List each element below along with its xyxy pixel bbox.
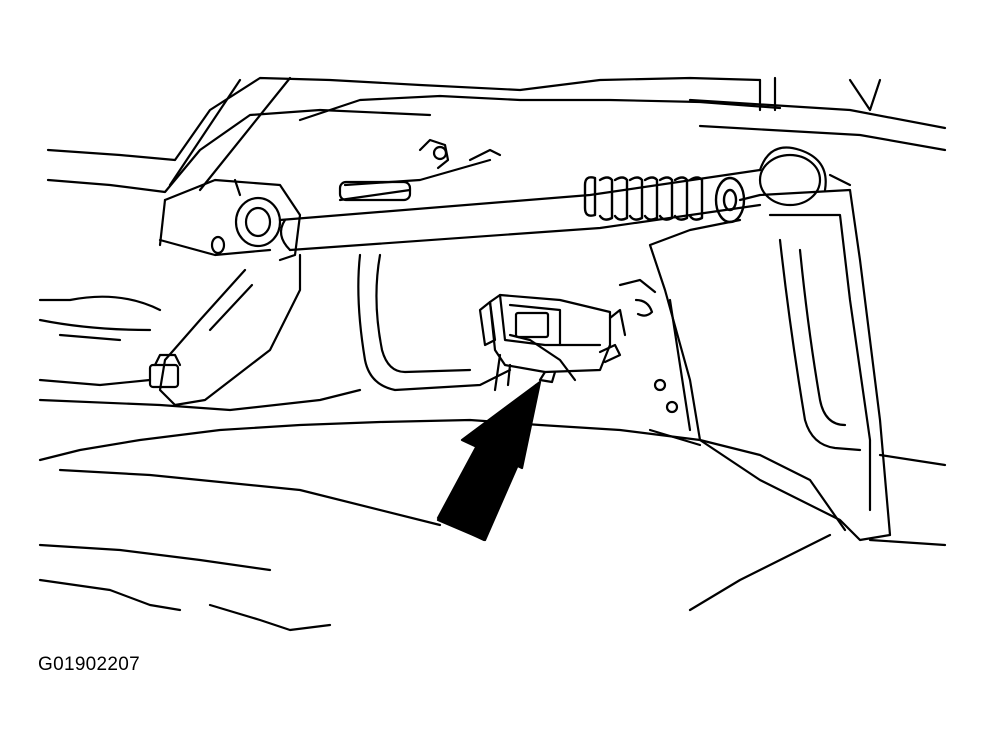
upper-body-panel — [48, 78, 945, 192]
pedal-pivot — [760, 148, 850, 206]
left-mount-bracket — [150, 180, 300, 405]
floor-carpet — [40, 420, 945, 630]
pointer-arrow-icon — [436, 380, 542, 542]
pedal-bracket — [358, 255, 575, 390]
figure-code: G01902207 — [38, 654, 141, 675]
pedal-arm — [620, 190, 890, 540]
brake-switch-connector — [480, 295, 625, 390]
steering-column-bar — [280, 140, 760, 250]
left-lower-panel — [40, 297, 360, 410]
